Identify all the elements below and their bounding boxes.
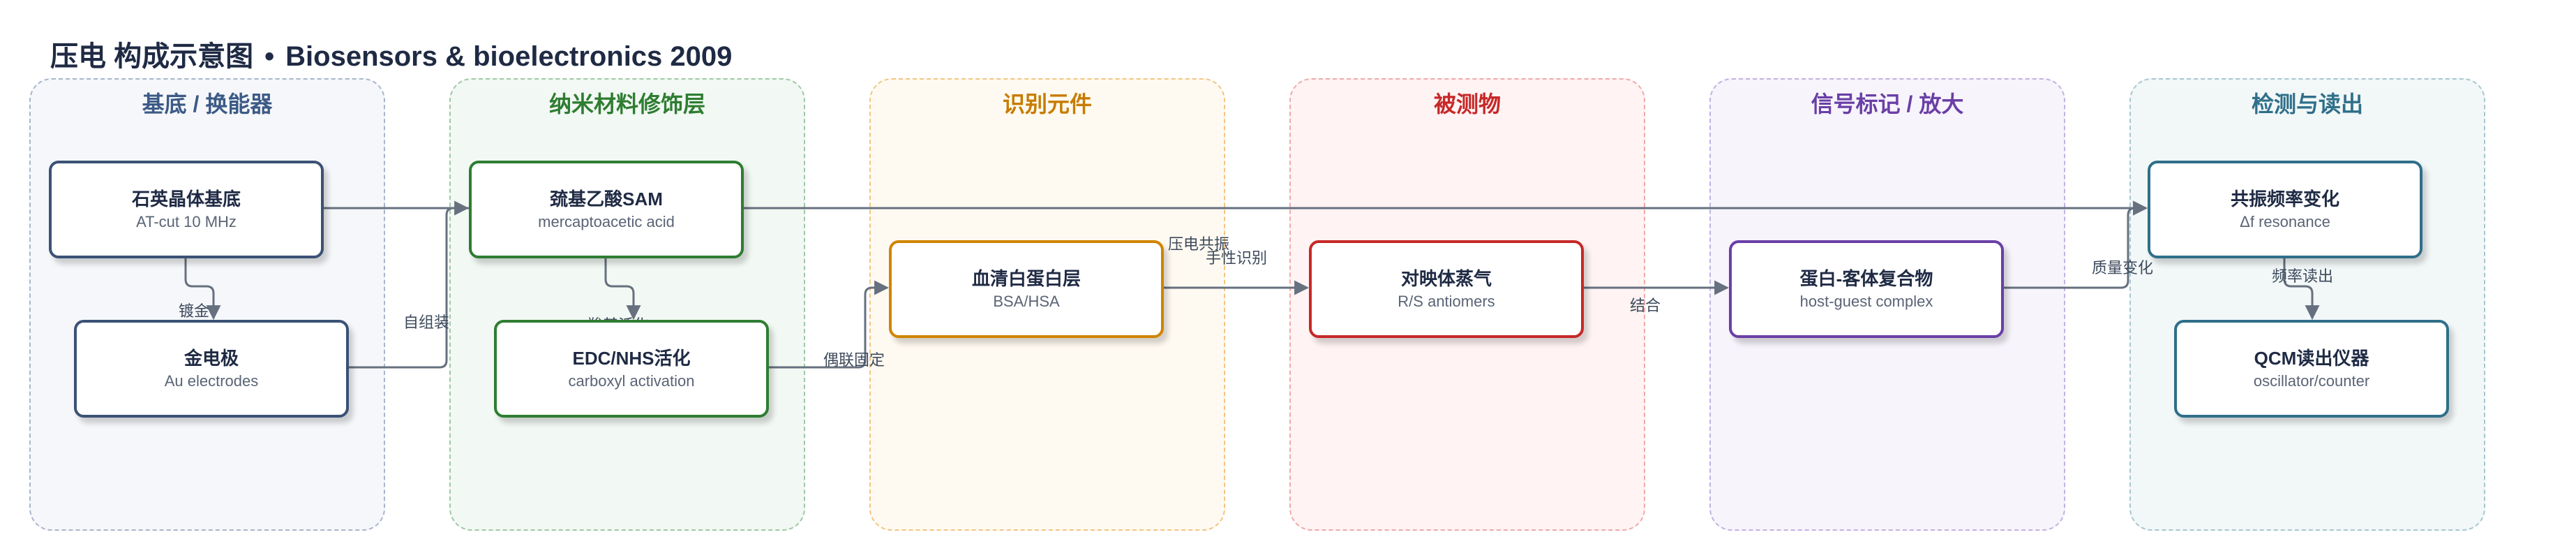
edge-label-readout: 频率读出 <box>2272 267 2334 285</box>
node-host-guest-complex: 蛋白-客体复合物 host-guest complex <box>1729 240 2004 338</box>
title-zh: 压电 构成示意图 <box>50 41 254 72</box>
panel-detection-title: 检测与读出 <box>2251 91 2363 117</box>
node-frequency-change: 共振频率变化 Δf resonance <box>2148 161 2423 258</box>
edge-label-binding-2: 结合 <box>1630 297 1661 314</box>
node-qcm-reader: QCM读出仪器 oscillator/counter <box>2174 320 2449 418</box>
node-sam-main: 巯基乙酸SAM <box>550 189 663 209</box>
node-bsa-layer: 血清白蛋白层 BSA/HSA <box>889 240 1164 338</box>
node-quartz-substrate: 石英晶体基底 AT-cut 10 MHz <box>49 161 324 258</box>
panel-signal-title: 信号标记 / 放大 <box>1811 91 1964 117</box>
title-separator: • <box>264 41 275 72</box>
node-edc-sub: carboxyl activation <box>568 372 695 390</box>
title-en: Biosensors & bioelectronics 2009 <box>285 41 733 72</box>
edge-label-self-assembly: 自组装 <box>403 314 450 331</box>
edge-label-coupling: 偶联固定 <box>823 351 885 369</box>
node-au-electrode: 金电极 Au electrodes <box>74 320 349 418</box>
edge-freq-to-qcm <box>2283 258 2320 321</box>
node-edc-activation: EDC/NHS活化 carboxyl activation <box>494 320 769 418</box>
node-enant-main: 对映体蒸气 <box>1400 268 1492 289</box>
node-au-sub: Au electrodes <box>164 372 259 390</box>
edge-edc-to-bsa <box>769 280 890 369</box>
node-bsa-sub: BSA/HSA <box>993 293 1060 310</box>
node-complex-main: 蛋白-客体复合物 <box>1799 268 1933 289</box>
node-bsa-main: 血清白蛋白层 <box>971 268 1081 289</box>
node-qcm-sub: oscillator/counter <box>2253 372 2370 390</box>
node-quartz-main: 石英晶体基底 <box>131 189 241 209</box>
node-quartz-sub: AT-cut 10 MHz <box>136 213 237 230</box>
edge-label-piezo: 压电共振 <box>1168 235 1230 253</box>
panel-substrate-title: 基底 / 换能器 <box>142 91 273 117</box>
node-edc-main: EDC/NHS活化 <box>572 348 691 369</box>
panel-analyte-title: 被测物 <box>1433 91 1501 117</box>
panel-detection <box>2129 78 2485 531</box>
edge-au-to-sam <box>349 200 470 369</box>
edge-label-chiral: 手性识别 <box>1206 249 1268 267</box>
node-sam-sub: mercaptoacetic acid <box>538 213 675 230</box>
node-enantiomer-vapor: 对映体蒸气 R/S antiomers <box>1309 240 1584 338</box>
edge-complex-to-freq <box>2002 200 2148 289</box>
panel-recognition-title: 识别元件 <box>1002 91 1092 117</box>
edge-label-plating: 镀金 <box>179 302 210 320</box>
node-enant-sub: R/S antiomers <box>1398 293 1495 310</box>
node-freq-sub: Δf resonance <box>2240 213 2330 230</box>
edge-quartz-to-au <box>184 258 221 321</box>
node-qcm-main: QCM读出仪器 <box>2254 348 2369 369</box>
edge-label-mass: 质量变化 <box>2092 259 2154 277</box>
node-complex-sub: host-guest complex <box>1799 293 1933 310</box>
node-sam-layer: 巯基乙酸SAM mercaptoacetic acid <box>469 161 744 258</box>
page-title: 压电 构成示意图 • Biosensors & bioelectronics 200… <box>50 34 732 74</box>
panel-substrate <box>29 78 385 531</box>
panel-nanomaterial <box>449 78 805 531</box>
panel-nanomaterial-title: 纳米材料修饰层 <box>548 91 705 117</box>
node-freq-main: 共振频率变化 <box>2230 189 2339 209</box>
node-au-main: 金电极 <box>184 348 239 369</box>
edge-sam-to-edc <box>604 258 641 321</box>
